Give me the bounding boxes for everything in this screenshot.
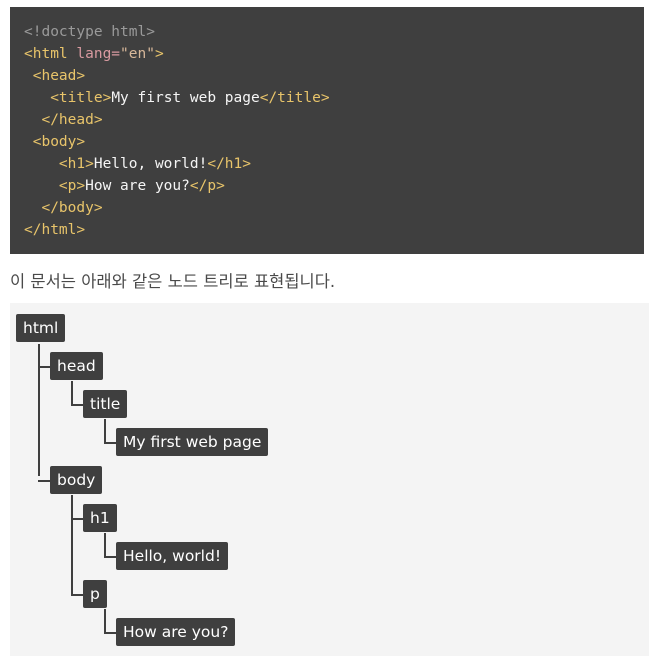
node-head: head [50, 352, 103, 380]
code-token: <html [24, 46, 68, 62]
connector-h1-text [104, 556, 117, 558]
connector-title-children [104, 419, 106, 442]
node-html: html [16, 314, 66, 342]
node-title-text: My first web page [116, 428, 269, 456]
code-line: </body> [24, 197, 644, 219]
node-p: p [83, 580, 107, 608]
connector-p-children [104, 609, 106, 632]
connector-title [71, 404, 84, 406]
code-line: <head> [24, 65, 644, 87]
code-token: </p> [189, 178, 225, 194]
code-token: How are you? [85, 178, 190, 194]
node-h1-text: Hello, world! [116, 542, 229, 570]
connector-h1-children [104, 533, 106, 556]
code-token: > [154, 46, 164, 62]
node-tree-diagram: html head title My first web page body h… [10, 303, 649, 656]
connector-p [71, 594, 84, 596]
connector-head [38, 366, 51, 368]
code-token: </title> [259, 90, 330, 106]
code-token: My first web page [111, 90, 260, 106]
code-token: <head> [24, 68, 86, 84]
connector-p-text [104, 632, 117, 634]
connector-title-text [104, 442, 117, 444]
code-token: <p> [24, 178, 86, 194]
code-line: </head> [24, 109, 644, 131]
connector-body [38, 480, 51, 482]
code-line: <html lang="en"> [24, 43, 644, 65]
code-line: <body> [24, 131, 644, 153]
connector-head-children [71, 381, 73, 404]
node-h1: h1 [83, 504, 117, 532]
code-block: <!doctype html> <html lang="en"> <head> <… [10, 7, 644, 254]
code-token: </body> [24, 200, 103, 216]
code-token: </head> [24, 112, 103, 128]
code-token: <title> [24, 90, 112, 106]
connector-html [38, 344, 40, 476]
code-line: <p>How are you?</p> [24, 175, 644, 197]
code-line: <h1>Hello, world!</h1> [24, 153, 644, 175]
code-token: "en" [120, 46, 155, 62]
code-line: </html> [24, 219, 644, 241]
code-token: lang= [67, 46, 121, 62]
node-body: body [50, 466, 103, 494]
node-p-text: How are you? [116, 618, 236, 646]
connector-h1 [71, 518, 84, 520]
code-token: </h1> [207, 156, 251, 172]
code-token: <body> [24, 134, 86, 150]
caption-text: 이 문서는 아래와 같은 노드 트리로 표현됩니다. [10, 272, 336, 291]
code-line: <!doctype html> [24, 21, 644, 43]
code-token: Hello, world! [93, 156, 208, 172]
connector-body-children [71, 495, 73, 594]
code-token: <h1> [24, 156, 94, 172]
code-token: </html> [24, 222, 86, 238]
code-line: <title>My first web page</title> [24, 87, 644, 109]
code-token: <!doctype html> [24, 24, 155, 40]
node-title: title [83, 390, 128, 418]
